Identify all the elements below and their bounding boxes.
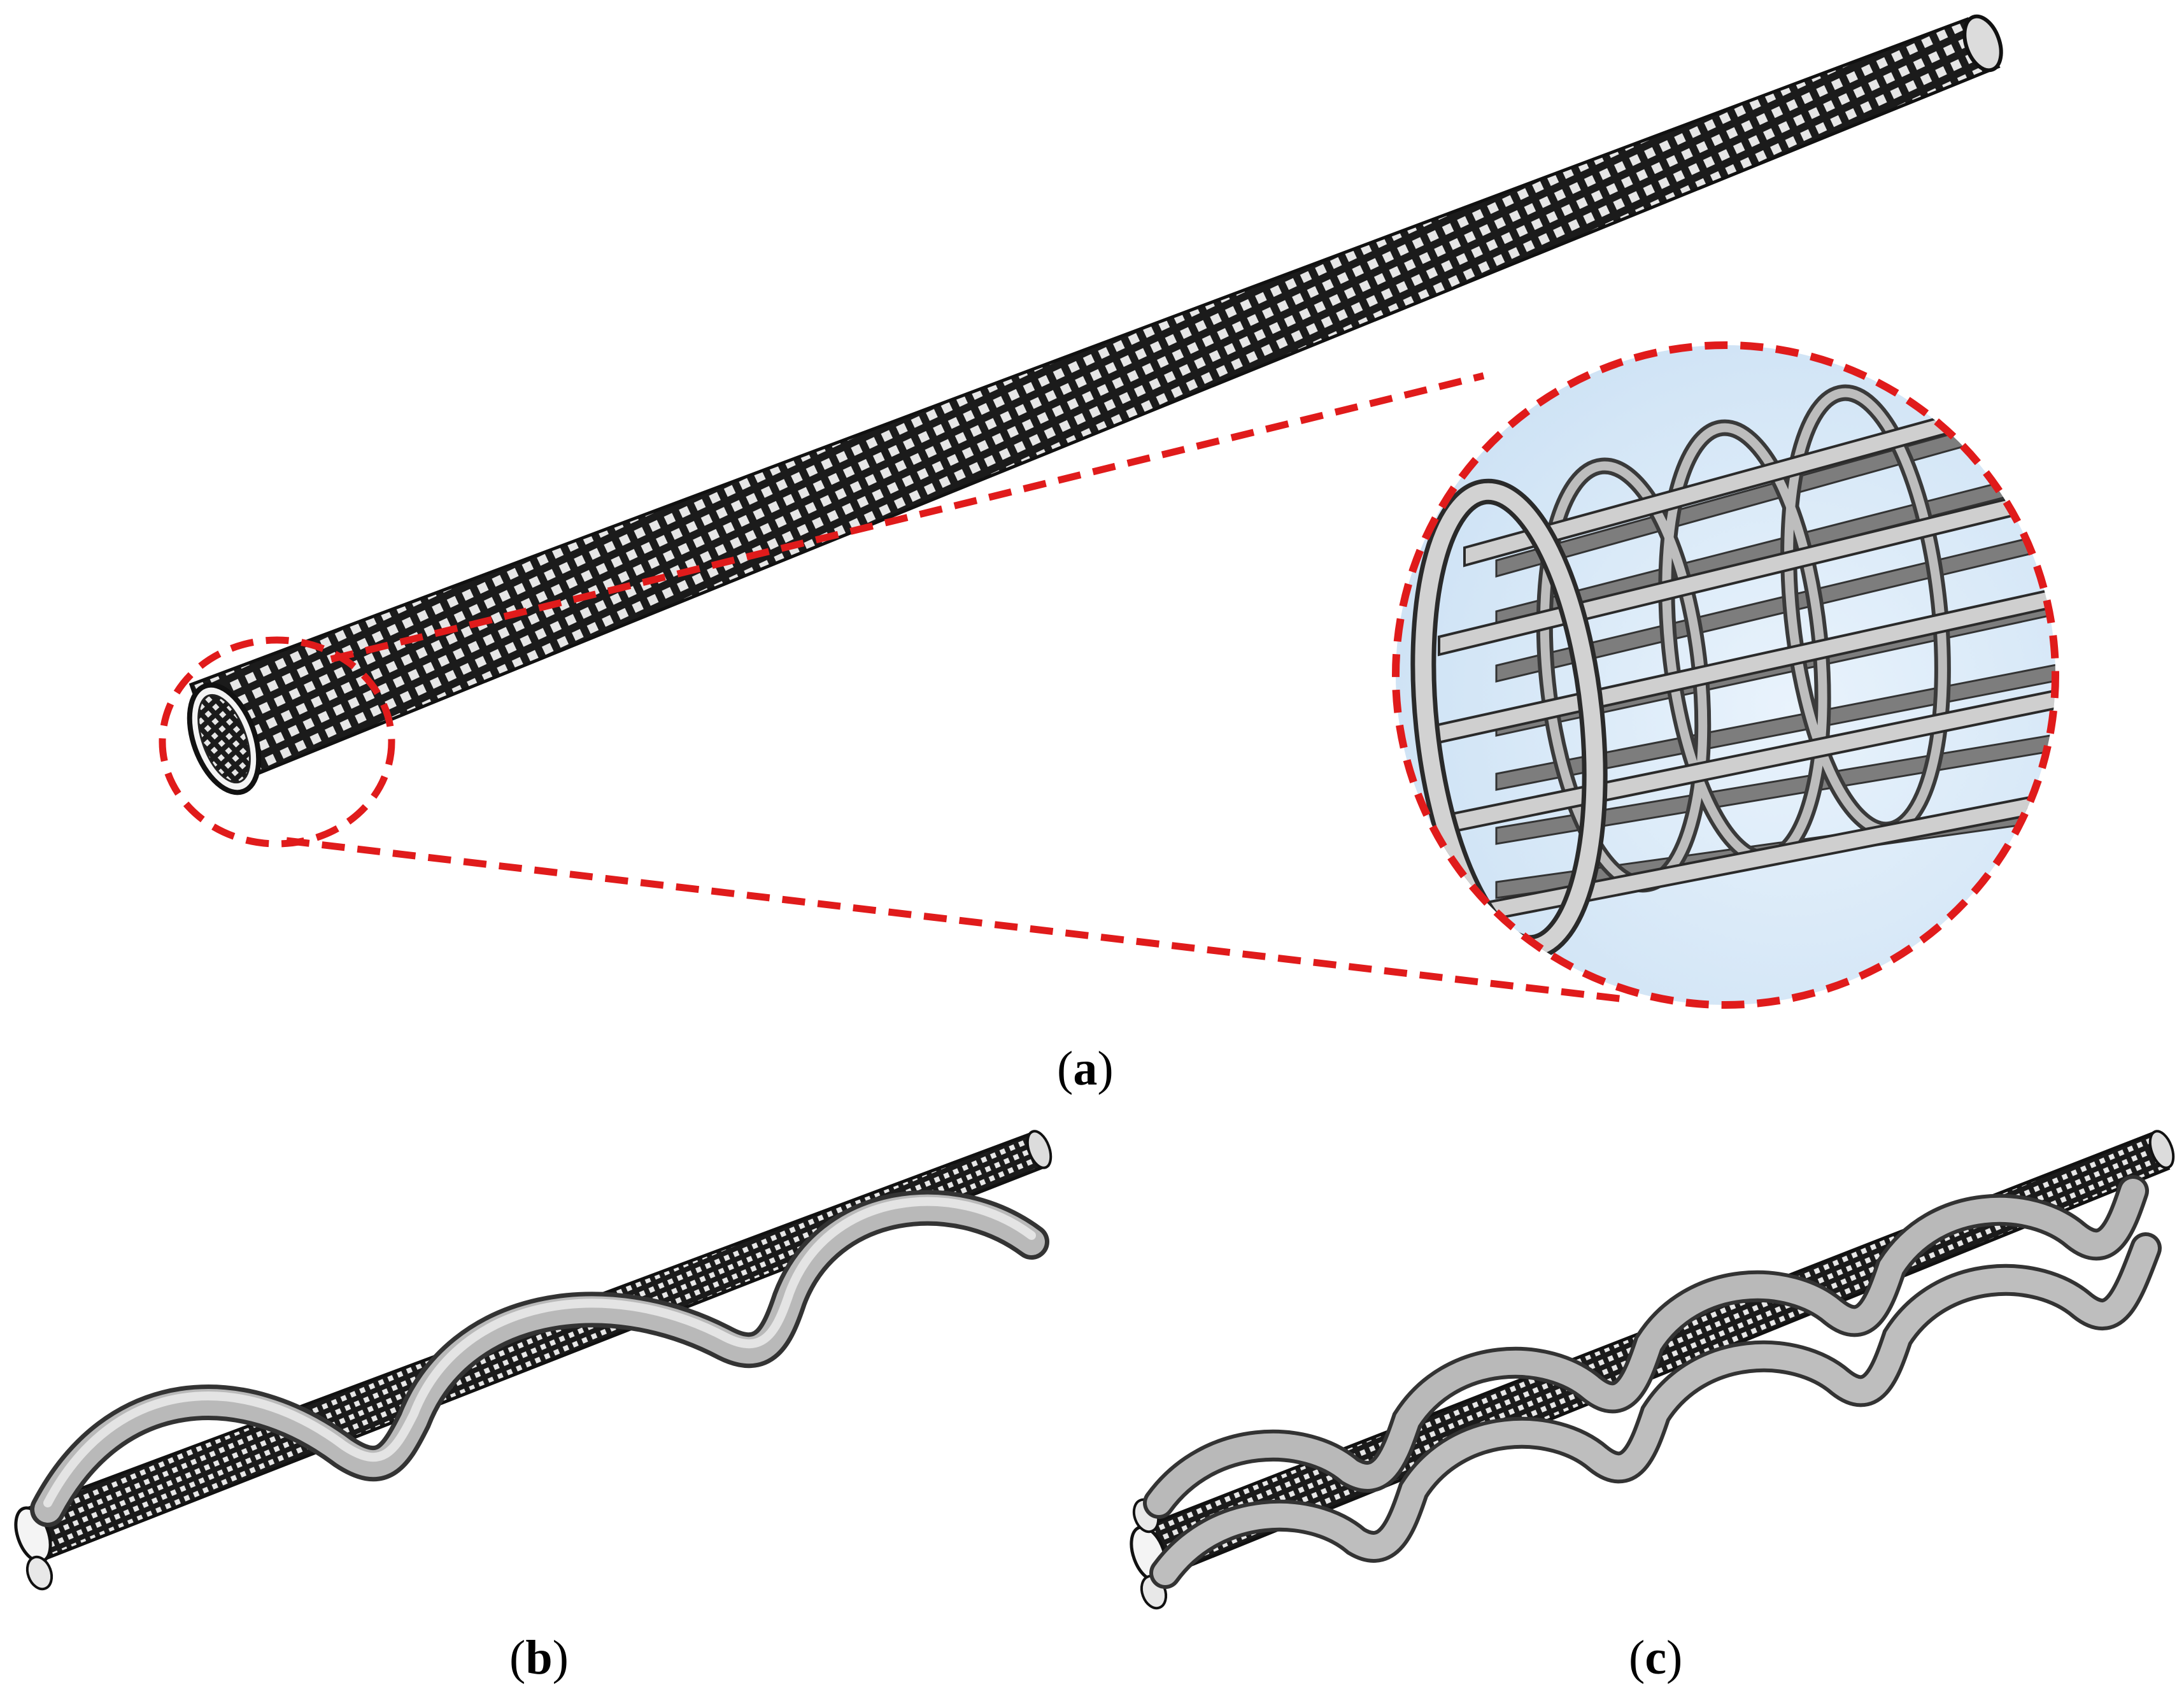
caption-a-close: ) [1097,1042,1114,1095]
caption-a-open: ( [1057,1042,1074,1095]
caption-a-letter: a [1073,1042,1098,1095]
mesh-tube-a [187,14,2003,795]
caption-b-close: ) [552,1631,569,1684]
caption-b: (b) [509,1633,569,1682]
zoom-projection-lines [286,372,1631,1004]
caption-b-letter: b [525,1631,553,1684]
caption-c: (c) [1629,1633,1682,1682]
caption-a: (a) [1057,1044,1114,1093]
caption-c-open: ( [1629,1631,1645,1684]
helical-ribbon-b [30,1190,1049,1527]
highlight-ellipse [159,636,395,848]
mesh-tube-b [14,1130,1053,1591]
caption-b-open: ( [509,1631,526,1684]
zoom-inset [1392,341,2059,1009]
caption-c-letter: c [1645,1631,1667,1684]
caption-c-close: ) [1666,1631,1683,1684]
helical-ribbon-c [1143,1175,2162,1589]
